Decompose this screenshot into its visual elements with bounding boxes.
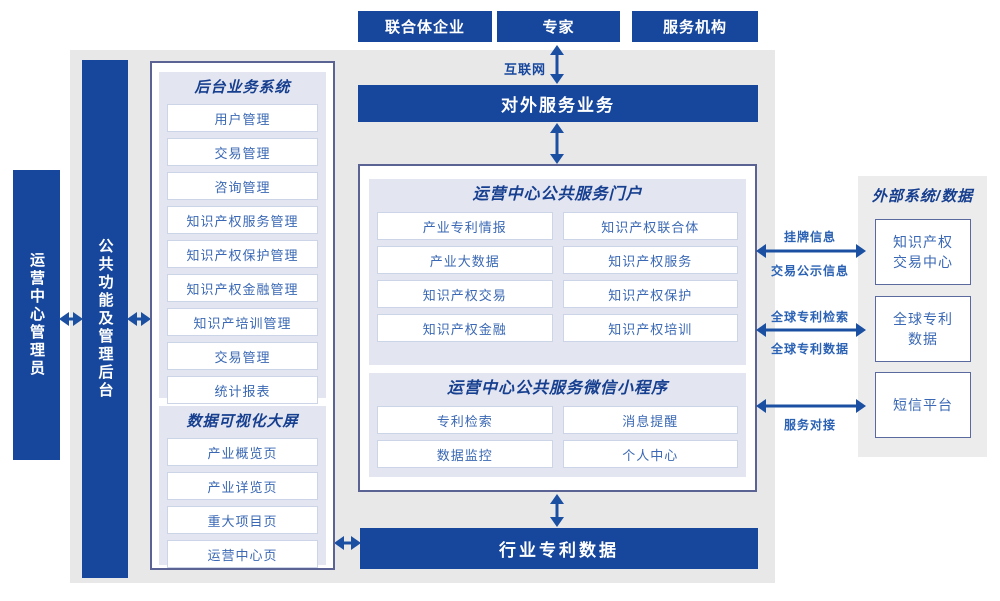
internet-text: 互联网	[503, 62, 546, 77]
external-system-line: 知识产权	[893, 233, 953, 250]
external-system-line: 全球专利	[893, 310, 953, 327]
portal-item: 知识产权保护	[562, 280, 738, 308]
bar-label: 对外服务业务	[501, 96, 615, 115]
external-system-global-patent-data: 全球专利 数据	[875, 296, 971, 362]
public-function-backend-bar: 公共功能及管理后台	[82, 60, 128, 578]
bar-label: 行业专利数据	[499, 541, 619, 560]
portal-item: 产业专利情报	[377, 212, 553, 240]
actor-service-agency: 服务机构	[632, 11, 758, 42]
backend-item: 知识产培训管理	[167, 308, 318, 336]
data-dashboard-panel: 数据可视化大屏 产业概览页 产业详览页 重大项目页 运营中心页	[159, 406, 326, 568]
miniprogram-title: 运营中心公共服务微信小程序	[446, 380, 668, 397]
dashboard-item: 产业概览页	[167, 438, 318, 466]
miniprogram-item: 个人中心	[562, 440, 738, 468]
arrow-backend-to-systembox-icon	[127, 309, 151, 329]
backend-system-panel: 后台业务系统 用户管理 交易管理 咨询管理 知识产权服务管理 知识产权保护管理 …	[159, 72, 326, 404]
external-systems-title: 外部系统/数据	[871, 188, 974, 205]
actor-label: 专家	[542, 19, 575, 36]
arrow-dashboard-to-industrydata-icon	[334, 533, 361, 553]
miniprogram-panel: 运营中心公共服务微信小程序 专利检索 消息提醒 数据监控 个人中心	[369, 373, 746, 477]
arrow-service-to-portal-icon	[550, 123, 564, 164]
backend-item: 用户管理	[167, 104, 318, 132]
arrow-global-patent-icon	[756, 321, 866, 339]
operations-center-admin-bar: 运营中心管理员	[13, 170, 60, 460]
backend-item: 统计报表	[167, 376, 318, 404]
arrow-internet-icon	[550, 45, 564, 84]
external-system-ip-trade-center: 知识产权 交易中心	[875, 219, 971, 285]
arrow-portal-to-industrydata-icon	[550, 494, 564, 527]
arrow-sms-platform-icon	[756, 397, 866, 415]
backend-system-title: 后台业务系统	[194, 79, 291, 96]
backend-item: 知识产权保护管理	[167, 240, 318, 268]
external-service-business-bar: 对外服务业务	[358, 85, 758, 122]
miniprogram-item: 数据监控	[377, 440, 553, 468]
dashboard-item: 重大项目页	[167, 506, 318, 534]
service-connect-label: 服务对接	[783, 418, 836, 432]
data-dashboard-title: 数据可视化大屏	[186, 413, 299, 430]
portal-title: 运营中心公共服务门户	[472, 186, 643, 203]
internet-label: 互联网	[480, 59, 546, 78]
actor-expert: 专家	[497, 11, 620, 42]
backend-item: 知识产权金融管理	[167, 274, 318, 302]
listing-info-label: 挂牌信息	[783, 230, 836, 244]
dashboard-item: 运营中心页	[167, 540, 318, 568]
portal-and-miniprogram-box: 运营中心公共服务门户 产业专利情报 知识产权联合体 产业大数据 知识产权服务 知…	[358, 164, 757, 492]
backend-item: 咨询管理	[167, 172, 318, 200]
portal-item: 知识产权联合体	[562, 212, 738, 240]
portal-item: 知识产权交易	[377, 280, 553, 308]
miniprogram-item: 专利检索	[377, 406, 553, 434]
external-system-sms-platform: 短信平台	[875, 372, 971, 438]
miniprogram-item: 消息提醒	[562, 406, 738, 434]
actor-label: 服务机构	[662, 19, 727, 36]
bar-label: 公共功能及管理后台	[96, 238, 114, 400]
trade-public-info-label: 交易公示信息	[770, 264, 849, 278]
bar-label: 运营中心管理员	[28, 252, 45, 378]
external-system-line: 数据	[908, 331, 938, 347]
backend-item: 交易管理	[167, 138, 318, 166]
external-system-line: 交易中心	[893, 254, 953, 270]
portal-item: 产业大数据	[377, 246, 553, 274]
backend-item: 知识产权服务管理	[167, 206, 318, 234]
arrow-ip-trade-center-icon	[756, 242, 866, 260]
dashboard-item: 产业详览页	[167, 472, 318, 500]
backend-and-dashboard-box: 后台业务系统 用户管理 交易管理 咨询管理 知识产权服务管理 知识产权保护管理 …	[150, 61, 335, 570]
arrow-admin-to-backend-icon	[59, 309, 83, 329]
actor-consortium-enterprise: 联合体企业	[358, 11, 492, 42]
portal-panel: 运营中心公共服务门户 产业专利情报 知识产权联合体 产业大数据 知识产权服务 知…	[369, 179, 746, 365]
portal-item: 知识产权服务	[562, 246, 738, 274]
external-system-line: 短信平台	[893, 396, 953, 413]
backend-item: 交易管理	[167, 342, 318, 370]
global-patent-data-label: 全球专利数据	[770, 342, 849, 356]
portal-item: 知识产权金融	[377, 314, 553, 342]
external-systems-panel: 外部系统/数据 知识产权 交易中心 全球专利 数据 短信平台	[858, 176, 987, 457]
portal-item: 知识产权培训	[562, 314, 738, 342]
actor-label: 联合体企业	[384, 19, 465, 36]
industry-patent-data-bar: 行业专利数据	[360, 528, 758, 569]
